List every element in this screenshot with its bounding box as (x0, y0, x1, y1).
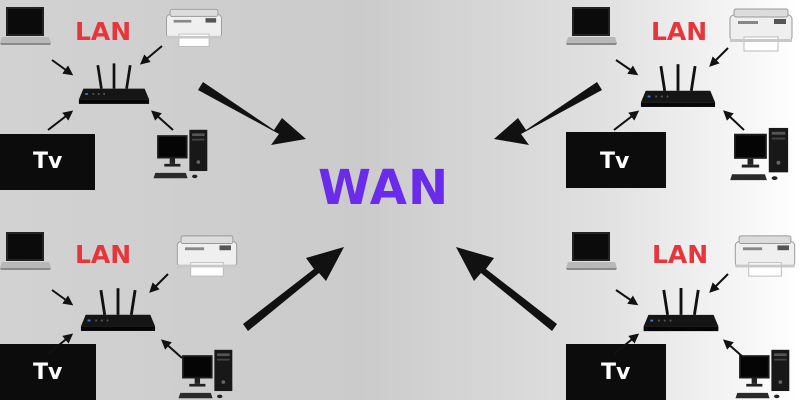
laptop-icon (566, 232, 617, 270)
arrow-icon (149, 273, 169, 293)
cluster-top-left (0, 7, 222, 190)
cluster-top-right (566, 7, 793, 188)
arrow-icon (709, 47, 729, 67)
lan-label: LAN (651, 17, 708, 46)
tv-label: Tv (600, 149, 630, 174)
tv-icon (0, 134, 95, 190)
arrow-icon (709, 273, 729, 293)
arrow-icon (243, 247, 344, 331)
wan-arrows (198, 82, 602, 331)
tv-icon (566, 132, 666, 188)
arrow-icon (47, 333, 74, 355)
arrow-icon (151, 110, 174, 131)
wan-label: WAN (318, 160, 450, 216)
arrow-icon (613, 110, 640, 131)
tv-label: Tv (601, 360, 631, 385)
cluster-bottom-right (566, 232, 796, 400)
arrow-icon (51, 289, 74, 306)
arrow-icon (615, 289, 639, 306)
arrow-icon (613, 333, 640, 355)
laptop-icon (0, 7, 51, 45)
lan-label: LAN (75, 17, 132, 46)
lan-label: LAN (75, 240, 132, 269)
arrow-icon (198, 82, 306, 145)
arrow-icon (494, 82, 602, 145)
laptop-icon (566, 7, 617, 45)
arrow-icon (139, 45, 163, 65)
arrow-icon (615, 59, 639, 76)
lan-label: LAN (652, 240, 709, 269)
arrow-icon (456, 247, 557, 331)
arrow-icon (51, 59, 74, 76)
tv-label: Tv (33, 360, 63, 385)
arrow-icon (161, 339, 183, 359)
tv-label: Tv (33, 149, 63, 174)
arrow-icon (47, 110, 74, 131)
arrow-icon (723, 339, 745, 359)
arrow-icon (723, 110, 745, 131)
laptop-icon (0, 232, 51, 270)
cluster-bottom-left (0, 232, 238, 400)
